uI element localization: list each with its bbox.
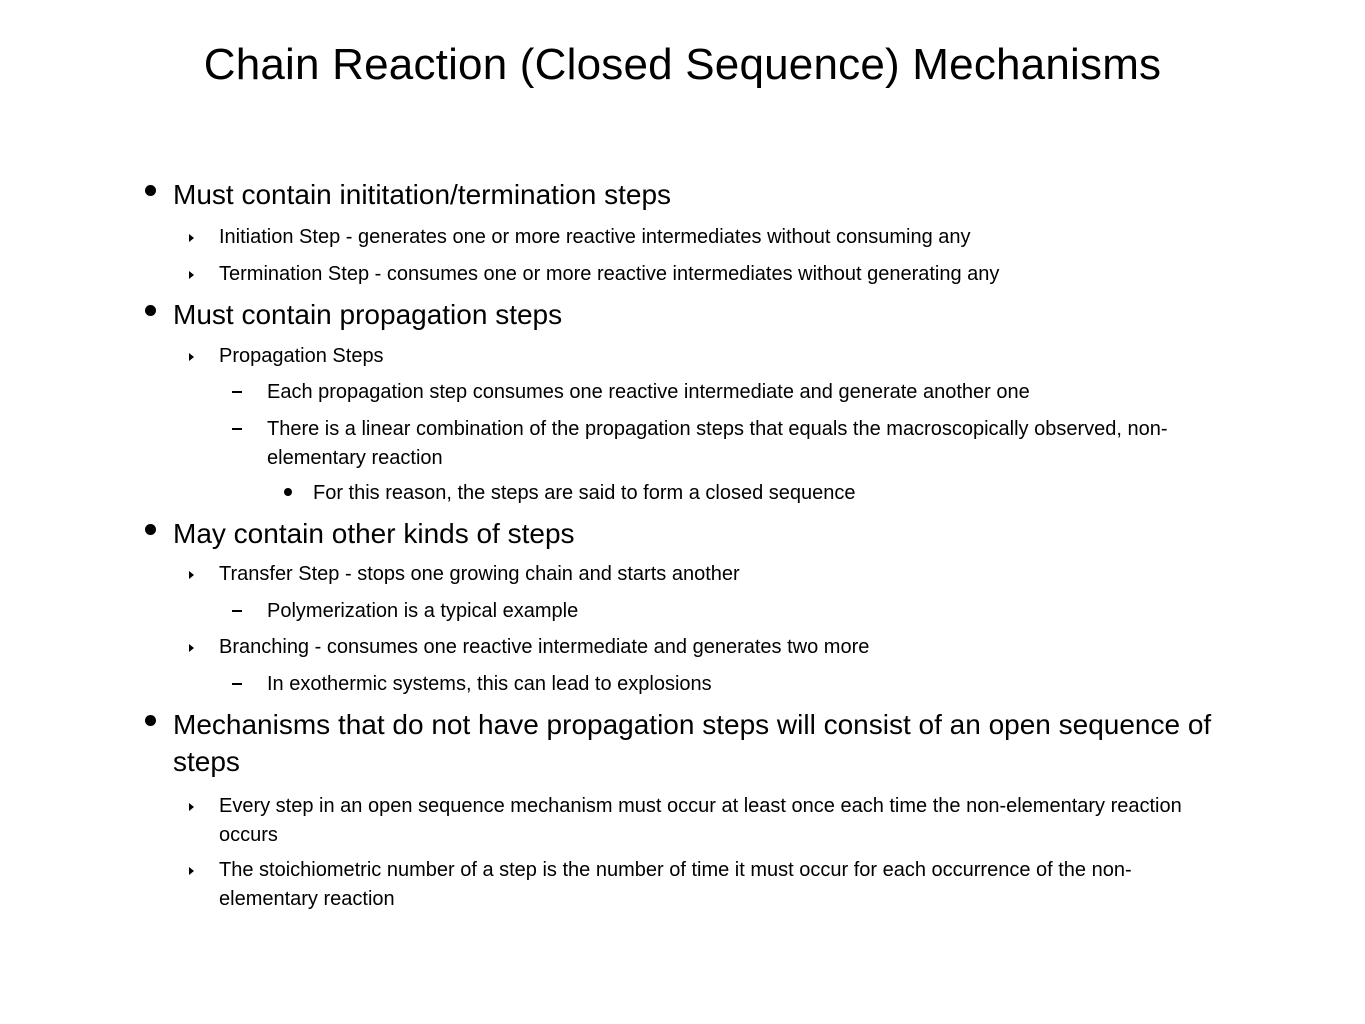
bullet-level4: For this reason, the steps are said to f… xyxy=(284,479,1193,508)
bullet-text: Transfer Step - stops one growing chain … xyxy=(219,563,740,585)
bullet-level3: Each propagation step consumes one react… xyxy=(232,378,1207,407)
bullet-text: Polymerization is a typical example xyxy=(267,600,579,622)
bullet-text: Propagation Steps xyxy=(219,345,384,367)
triangle-bullet-icon xyxy=(189,234,194,242)
bullet-level2: Every step in an open sequence mechanism… xyxy=(189,792,1229,850)
bullet-level2: Transfer Step - stops one growing chain … xyxy=(189,560,1229,589)
triangle-bullet-icon xyxy=(189,271,194,279)
bullet-dot-icon xyxy=(284,488,292,496)
bullet-dot-icon xyxy=(145,715,156,726)
bullet-level1: Mechanisms that do not have propagation … xyxy=(145,706,1233,780)
triangle-bullet-icon xyxy=(189,571,194,579)
bullet-text: The stoichiometric number of a step is t… xyxy=(219,859,1132,910)
triangle-bullet-icon xyxy=(189,867,194,875)
bullet-text: There is a linear combination of the pro… xyxy=(267,418,1168,469)
bullet-level2: Initiation Step - generates one or more … xyxy=(189,223,1229,252)
bullet-level1: May contain other kinds of steps xyxy=(145,515,1233,552)
bullet-text: For this reason, the steps are said to f… xyxy=(313,482,856,504)
bullet-text: Must contain inititation/termination ste… xyxy=(173,179,672,210)
bullet-dot-icon xyxy=(145,524,156,535)
bullet-level3: There is a linear combination of the pro… xyxy=(232,415,1207,473)
bullet-dot-icon xyxy=(145,305,156,316)
dash-bullet-icon xyxy=(232,391,242,393)
slide-title: Chain Reaction (Closed Sequence) Mechani… xyxy=(203,40,1162,89)
bullet-dot-icon xyxy=(145,185,156,196)
bullet-level2: The stoichiometric number of a step is t… xyxy=(189,856,1229,914)
triangle-bullet-icon xyxy=(189,353,194,361)
bullet-text: May contain other kinds of steps xyxy=(173,518,575,549)
bullet-level2: Propagation Steps xyxy=(189,342,1229,371)
dash-bullet-icon xyxy=(232,428,242,430)
bullet-text: Mechanisms that do not have propagation … xyxy=(173,709,1212,777)
dash-bullet-icon xyxy=(232,683,242,685)
bullet-level3: Polymerization is a typical example xyxy=(232,597,1207,626)
bullet-text: Every step in an open sequence mechanism… xyxy=(219,795,1182,846)
bullet-level3: In exothermic systems, this can lead to … xyxy=(232,670,1207,699)
bullet-level2: Branching - consumes one reactive interm… xyxy=(189,633,1229,662)
bullet-text: Termination Step - consumes one or more … xyxy=(219,263,1000,285)
bullet-level1: Must contain inititation/termination ste… xyxy=(145,176,1233,213)
bullet-text: Each propagation step consumes one react… xyxy=(267,381,1030,403)
triangle-bullet-icon xyxy=(189,803,194,811)
dash-bullet-icon xyxy=(232,610,242,612)
bullet-text: Initiation Step - generates one or more … xyxy=(219,226,971,248)
bullet-text: Must contain propagation steps xyxy=(173,299,563,330)
bullet-text: Branching - consumes one reactive interm… xyxy=(219,636,870,658)
bullet-text: In exothermic systems, this can lead to … xyxy=(267,673,712,695)
bullet-level1: Must contain propagation steps xyxy=(145,296,1233,333)
bullet-level2: Termination Step - consumes one or more … xyxy=(189,260,1229,289)
triangle-bullet-icon xyxy=(189,644,194,652)
